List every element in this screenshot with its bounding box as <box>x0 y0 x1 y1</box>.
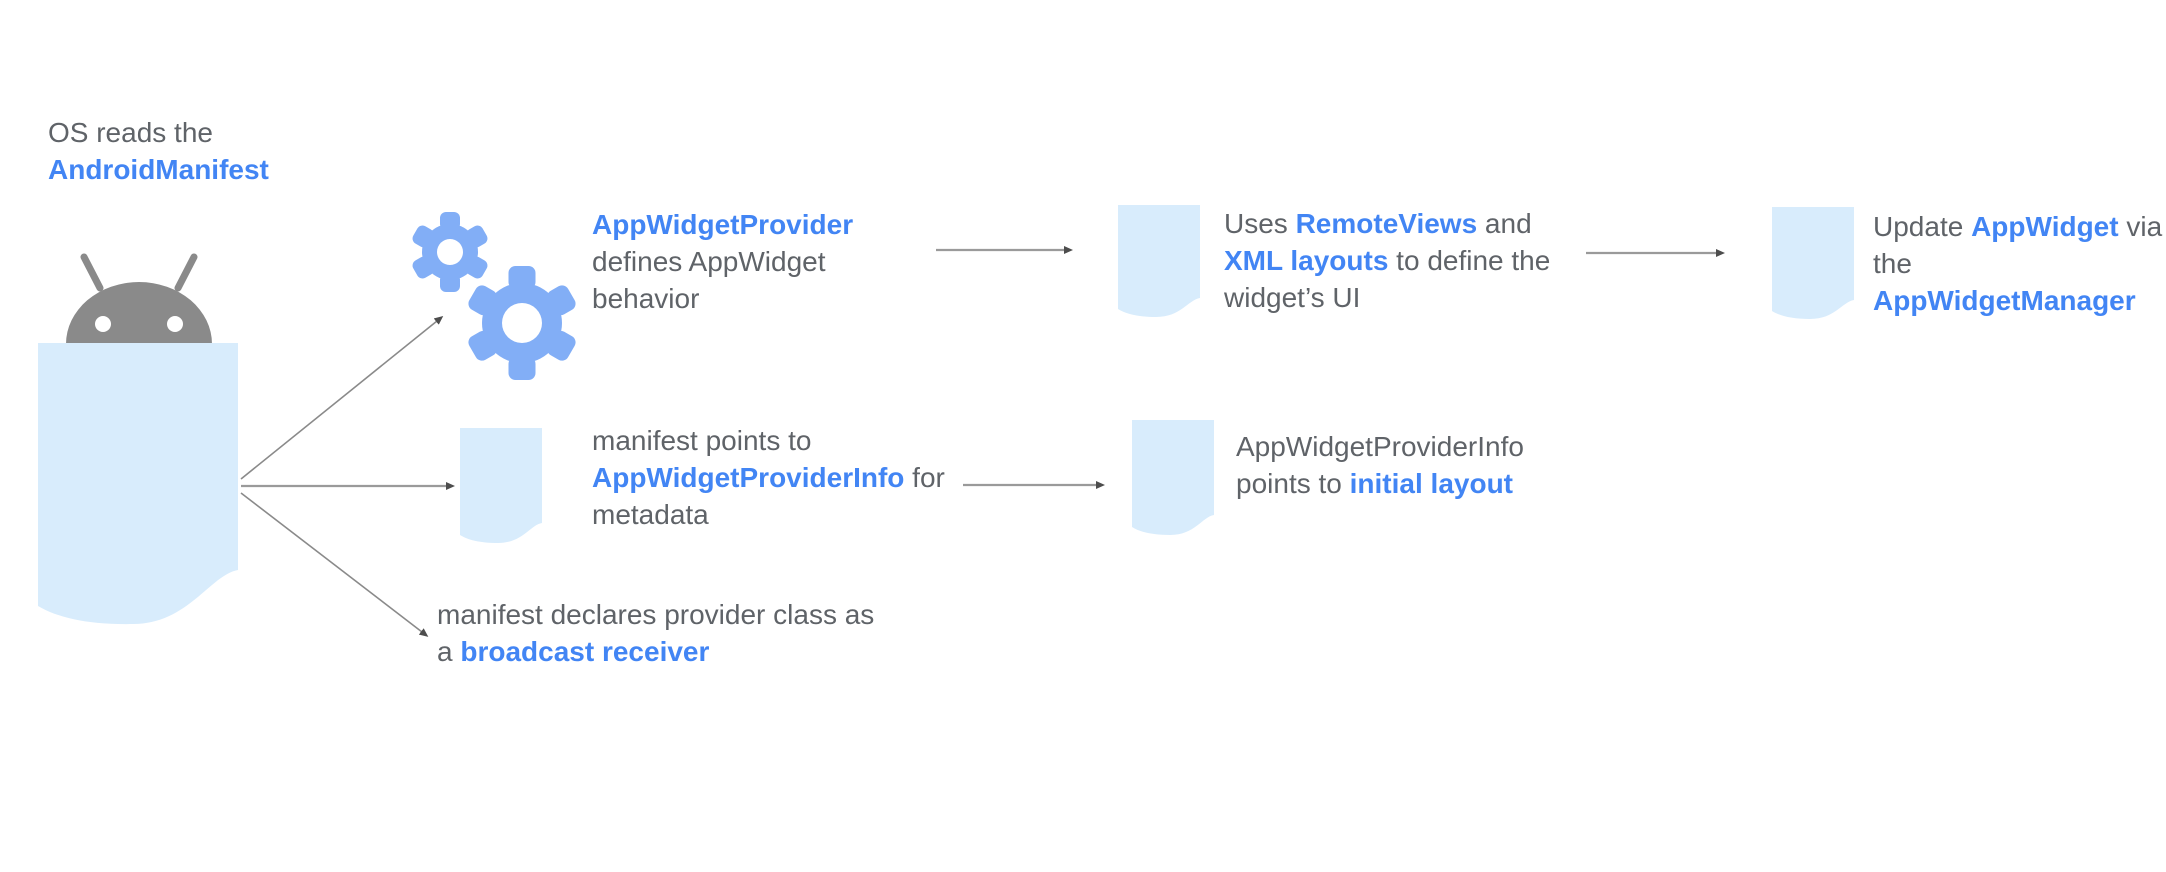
text-metadata: metadata <box>592 499 709 530</box>
link-androidmanifest[interactable]: AndroidManifest <box>48 154 269 185</box>
text-and: and <box>1477 208 1532 239</box>
gears-icon <box>412 212 576 380</box>
text-manifest-declares: manifest declares provider class as <box>437 599 875 630</box>
text-to-define-the: to define the <box>1388 245 1551 276</box>
text-defines-appwidget: defines AppWidget <box>592 246 826 277</box>
link-initial-layout[interactable]: initial layout <box>1349 468 1513 499</box>
link-appwidgetprovider[interactable]: AppWidgetProvider <box>592 209 854 240</box>
text-manifest-points-to: manifest points to <box>592 425 812 456</box>
android-manifest-document-icon <box>38 343 238 625</box>
link-appwidgetproviderinfo[interactable]: AppWidgetProviderInfo <box>592 462 905 493</box>
label-remoteviews-xml: Uses RemoteViews and XML layouts to defi… <box>1224 205 1550 316</box>
text-widgets-ui: widget’s UI <box>1224 282 1361 313</box>
text-behavior: behavior <box>592 283 700 314</box>
text-update: Update <box>1873 211 1972 242</box>
label-appwidgetprovider: AppWidgetProvider defines AppWidget beha… <box>592 206 853 317</box>
document-icon <box>1118 205 1200 317</box>
label-manifest-points-providerinfo: manifest points to AppWidgetProviderInfo… <box>592 422 945 533</box>
link-appwidgetmanager[interactable]: AppWidgetManager <box>1873 285 2136 316</box>
label-os-reads-manifest: OS reads the AndroidManifest <box>48 114 269 188</box>
label-providerinfo-initial-layout: AppWidgetProviderInfo points to initial … <box>1236 428 1524 502</box>
link-appwidget[interactable]: AppWidget <box>1971 211 2119 242</box>
document-icon <box>460 428 542 543</box>
link-remoteviews[interactable]: RemoteViews <box>1295 208 1478 239</box>
text-the: the <box>1873 248 1912 279</box>
text-a: a <box>437 636 461 667</box>
text-for: for <box>904 462 945 493</box>
label-update-appwidget: Update AppWidget via the AppWidgetManage… <box>1873 208 2162 319</box>
document-icon <box>1772 207 1854 319</box>
label-broadcast-receiver: manifest declares provider class as a br… <box>437 596 874 670</box>
text-os-reads-the: OS reads the <box>48 117 213 148</box>
document-icon <box>1132 420 1214 535</box>
arrow-manifest-to-gears <box>240 315 444 480</box>
text-uses: Uses <box>1224 208 1296 239</box>
text-points-to: points to <box>1236 468 1350 499</box>
text-appwidgetproviderinfo: AppWidgetProviderInfo <box>1236 431 1524 462</box>
android-robot-icon <box>66 253 212 344</box>
arrow-manifest-to-broadcast <box>240 492 429 637</box>
link-xml-layouts[interactable]: XML layouts <box>1224 245 1389 276</box>
text-via: via <box>2118 211 2163 242</box>
link-broadcast-receiver[interactable]: broadcast receiver <box>460 636 710 667</box>
